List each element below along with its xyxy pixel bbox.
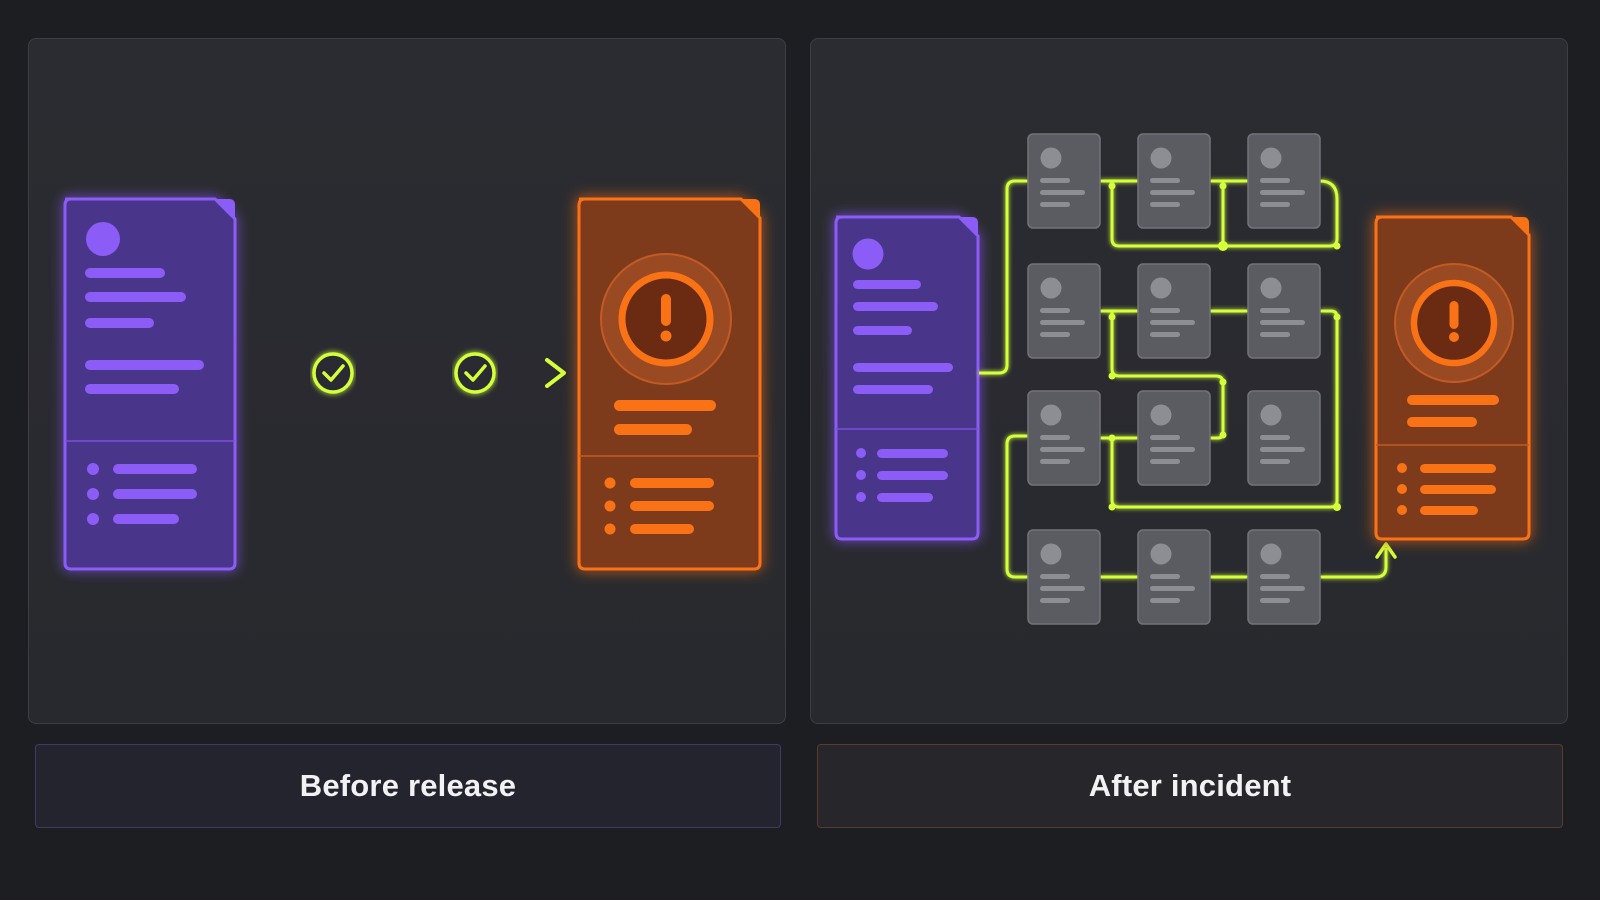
before-release-label: Before release — [299, 768, 517, 803]
exclamation-icon — [1394, 263, 1514, 383]
intermediate-card — [1027, 263, 1101, 359]
after-incident-caption: After incident — [817, 744, 1563, 828]
after-incident-diagram — [834, 133, 1531, 625]
intermediate-card — [1027, 133, 1101, 229]
alert-card — [577, 197, 762, 571]
junction-dots — [1108, 182, 1341, 511]
intermediate-card — [1137, 529, 1211, 625]
intermediate-card — [1247, 263, 1321, 359]
direct-connector — [236, 358, 566, 388]
intermediate-card — [1027, 390, 1101, 486]
intermediate-card — [1027, 529, 1101, 625]
intermediate-card — [1137, 390, 1211, 486]
intermediate-card — [1137, 133, 1211, 229]
before-release-diagram — [63, 197, 762, 571]
exclamation-icon — [600, 253, 732, 385]
before-release-panel — [28, 38, 786, 724]
after-incident-panel — [810, 38, 1568, 724]
after-incident-label: After incident — [1088, 768, 1292, 803]
checkmark-circle-icon — [312, 352, 354, 394]
alert-card — [1374, 215, 1531, 541]
intermediate-card — [1247, 529, 1321, 625]
intermediate-card — [1247, 133, 1321, 229]
tangled-connectors — [979, 179, 1388, 579]
intermediate-cards — [1027, 133, 1321, 625]
arrow-head — [1375, 542, 1397, 559]
intermediate-card — [1247, 390, 1321, 486]
source-card — [63, 197, 237, 571]
source-card — [834, 215, 980, 541]
checkmark-circle-icon — [454, 352, 496, 394]
before-release-caption: Before release — [35, 744, 781, 828]
intermediate-card — [1137, 263, 1211, 359]
